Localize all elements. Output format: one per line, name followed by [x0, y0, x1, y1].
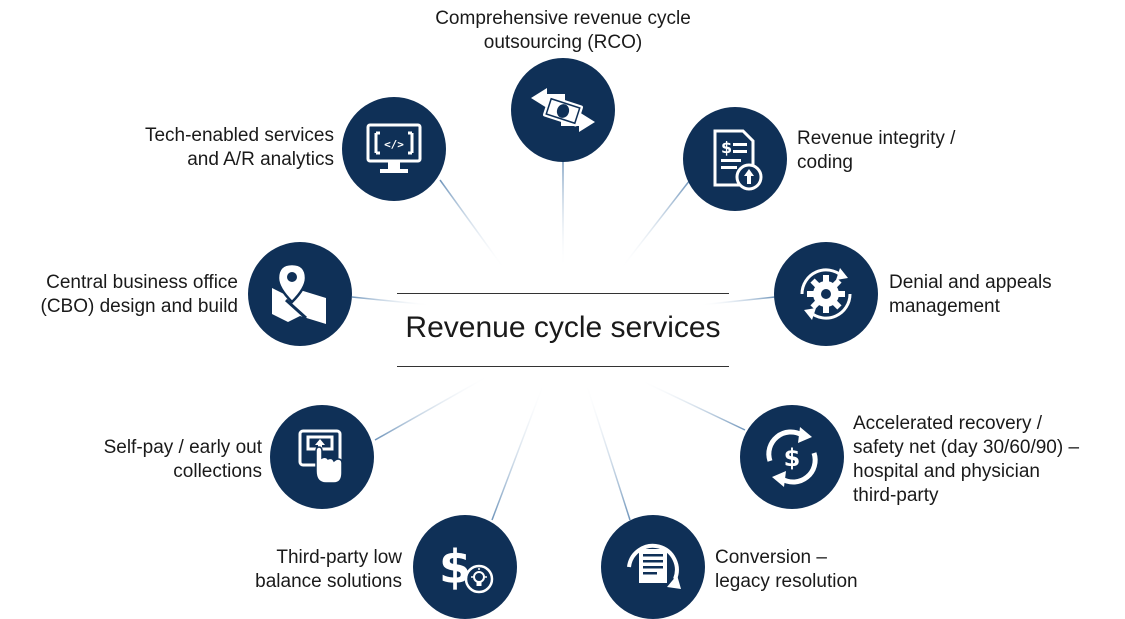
- label-denial-line-1: Denial and appeals: [889, 272, 1052, 293]
- spoke-recovery: [639, 379, 746, 431]
- label-rco-line-1: Comprehensive revenue cycle: [435, 8, 691, 29]
- document-refresh-icon: [627, 543, 681, 589]
- spoke-tech: [439, 179, 506, 271]
- money-transfer-icon: [531, 88, 595, 132]
- node-rco: [511, 58, 615, 162]
- label-recovery-line-1: Accelerated recovery /: [853, 413, 1043, 434]
- label-rco: Comprehensive revenue cycle outsourcing …: [383, 7, 743, 55]
- label-tech-line-2: and A/R analytics: [187, 149, 334, 170]
- node-self-pay: [270, 405, 374, 509]
- node-low-balance: $: [413, 515, 517, 619]
- label-cbo-line-2: (CBO) design and build: [40, 296, 239, 317]
- svg-text:</>: </>: [384, 138, 404, 151]
- label-self-pay-line-1: Self-pay / early out: [103, 437, 262, 458]
- label-low-balance-line-2: balance solutions: [255, 571, 402, 592]
- label-tech: Tech-enabled services and A/R analytics: [90, 124, 334, 172]
- label-recovery-line-4: third-party: [853, 485, 939, 506]
- label-recovery: Accelerated recovery / safety net (day 3…: [853, 412, 1118, 508]
- spoke-integrity: [619, 179, 691, 271]
- label-recovery-line-2: safety net (day 30/60/90) –: [853, 437, 1080, 458]
- label-denial: Denial and appeals management: [889, 271, 1119, 319]
- spoke-conversion: [584, 379, 631, 521]
- monitor-code-icon: </>: [366, 123, 422, 173]
- label-self-pay-line-2: collections: [173, 461, 262, 482]
- center-rule-top: [397, 293, 729, 294]
- center-rule-bottom: [397, 366, 729, 367]
- label-conversion-line-2: legacy resolution: [715, 571, 858, 592]
- node-tech: </>: [342, 97, 446, 201]
- center-title: Revenue cycle services: [405, 311, 721, 344]
- node-cbo: [248, 242, 352, 346]
- spoke-cbo: [351, 296, 431, 306]
- label-conversion: Conversion – legacy resolution: [715, 546, 935, 594]
- svg-text:$: $: [439, 540, 471, 594]
- spoke-low-balance: [491, 379, 546, 521]
- label-self-pay: Self-pay / early out collections: [40, 436, 262, 484]
- dollar-cycle-icon: $: [766, 427, 818, 487]
- node-recovery: $: [740, 405, 844, 509]
- svg-text:$: $: [721, 138, 732, 157]
- label-rco-line-2: outsourcing (RCO): [483, 32, 643, 53]
- label-cbo: Central business office (CBO) design and…: [6, 271, 239, 319]
- node-conversion: [601, 515, 705, 619]
- dollar-lightbulb-icon: $: [439, 540, 494, 594]
- label-low-balance: Third-party low balance solutions: [190, 546, 402, 594]
- card-payment-icon: [298, 429, 343, 484]
- label-cbo-line-1: Central business office: [46, 272, 238, 293]
- node-denial: [774, 242, 878, 346]
- gear-cycle-icon: [800, 268, 852, 320]
- spoke-self-pay: [374, 374, 491, 441]
- label-integrity-line-2: coding: [797, 152, 853, 173]
- spoke-denial: [699, 296, 776, 306]
- node-integrity: $: [683, 107, 787, 211]
- label-recovery-line-3: hospital and physician: [853, 461, 1040, 482]
- label-denial-line-2: management: [889, 296, 1000, 317]
- svg-text:$: $: [784, 444, 801, 472]
- label-integrity: Revenue integrity / coding: [797, 127, 1097, 175]
- map-pin-icon: [272, 262, 326, 324]
- label-tech-line-1: Tech-enabled services: [144, 125, 334, 146]
- label-low-balance-line-1: Third-party low: [276, 547, 402, 568]
- document-dollar-icon: $: [713, 129, 763, 191]
- label-integrity-line-1: Revenue integrity /: [797, 128, 956, 149]
- label-conversion-line-1: Conversion –: [715, 547, 827, 568]
